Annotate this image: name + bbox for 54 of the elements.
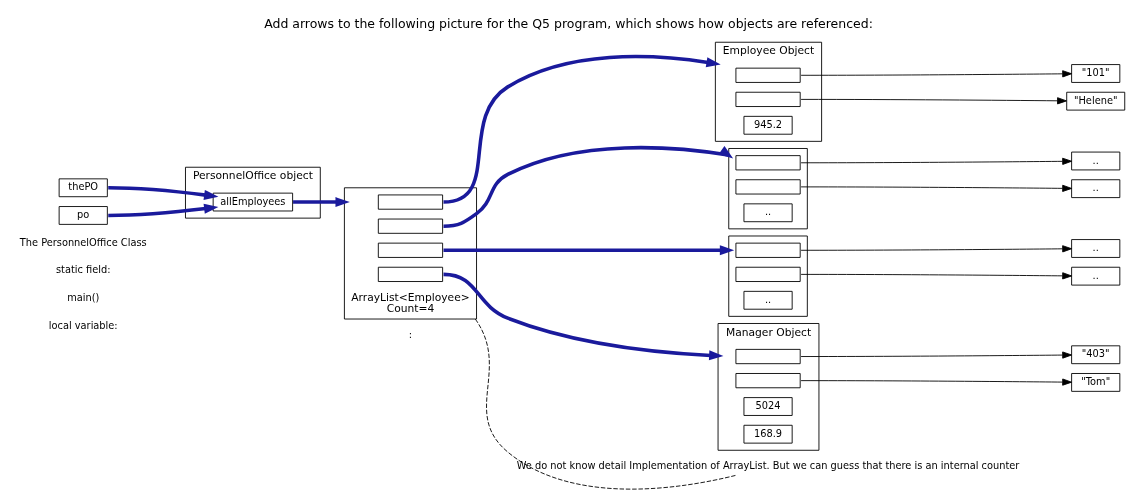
arrow (108, 186, 219, 200)
node-box: "Helene" (1066, 91, 1126, 111)
node-box: 5024 (743, 397, 793, 416)
arrow (800, 97, 1067, 105)
arrow (800, 70, 1073, 78)
diagram-title: Add arrows to the following picture for the Q5 program, which shows how objects are referenced: (264, 16, 873, 32)
node-box: .. (1071, 151, 1121, 171)
node-box (377, 194, 444, 210)
arrow (443, 245, 735, 256)
node-box: .. (1071, 266, 1121, 286)
arrow (293, 197, 350, 208)
arrow (443, 54, 721, 204)
cluster (728, 148, 808, 230)
cluster (728, 235, 808, 317)
node-box (735, 373, 801, 389)
node-box: .. (743, 203, 793, 223)
node-box (377, 242, 444, 258)
node-box: "101" (1071, 64, 1121, 83)
arrow (108, 203, 219, 218)
node-box (735, 242, 801, 258)
node-box (735, 91, 801, 107)
node-box (735, 155, 801, 171)
label: local variable: (48, 319, 118, 331)
node-box (377, 266, 444, 282)
arrow (800, 378, 1073, 386)
node-box (377, 218, 444, 234)
label: : (408, 328, 413, 340)
label: static field: (55, 264, 111, 276)
node-box: po (58, 206, 108, 225)
node-box: allEmployees (212, 192, 294, 212)
node-box (735, 67, 801, 83)
node-box: "403" (1071, 345, 1121, 365)
arrow (443, 272, 724, 361)
arrow (800, 351, 1073, 359)
arrow (800, 245, 1073, 253)
label: main() (67, 291, 100, 303)
node-box: .. (1071, 239, 1121, 258)
node-box: .. (743, 290, 793, 310)
node-box: 945.2 (743, 115, 793, 135)
arrow (800, 157, 1073, 165)
node-box (735, 266, 801, 282)
node-box: .. (1071, 179, 1121, 199)
node-box (735, 179, 801, 195)
label: The PersonnelOffice Class (19, 236, 147, 248)
node-box: 168.9 (743, 424, 793, 444)
connector (474, 318, 737, 490)
node-box (735, 348, 801, 365)
arrow (443, 145, 734, 228)
cluster: ArrayList<Employee> Count=4 (343, 187, 477, 320)
node-box: thePO (58, 178, 108, 198)
arrow (800, 272, 1073, 280)
arrow (800, 184, 1073, 192)
node-box: "Tom" (1071, 373, 1121, 392)
node-text: We do not know detail Implementation of ArrayList. But we can guess that there is an internal counter (516, 459, 1020, 471)
